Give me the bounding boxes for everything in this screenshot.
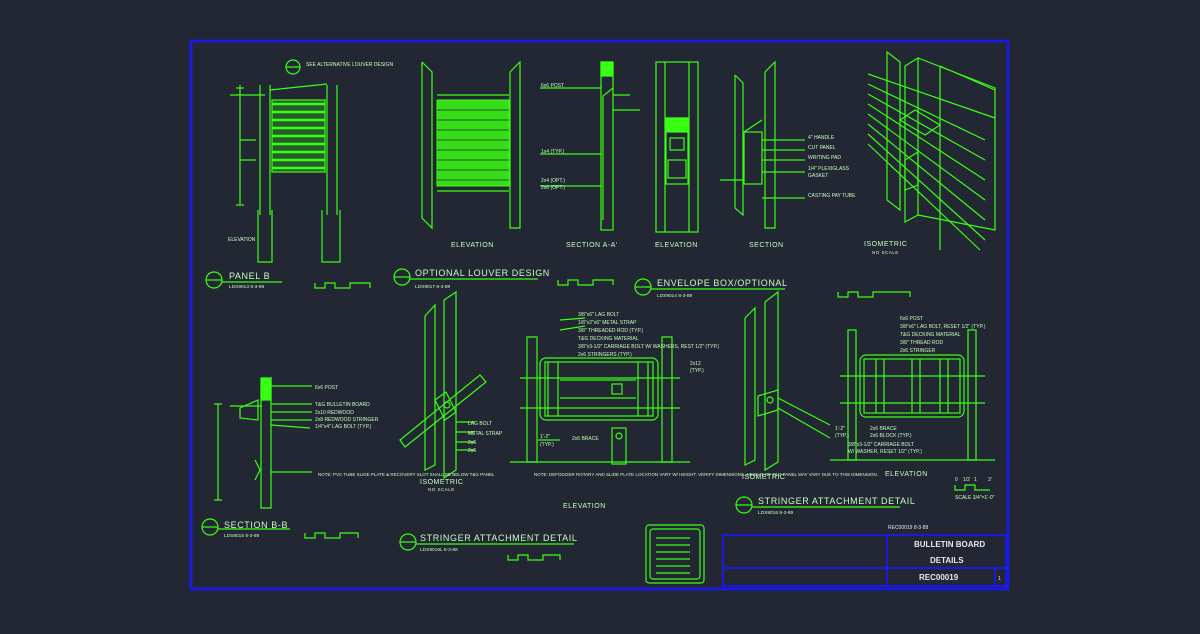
isometric-view-1 — [867, 50, 996, 251]
elev5-bottom-4: W/ WASHER, RESET 1/2" (TYP.) — [848, 449, 922, 455]
elev4-callout-5: 3/8"x3-1/2" CARRIAGE BOLT W/ WASHERS, RE… — [578, 344, 720, 350]
envelope-callout-2: CUT PANEL — [808, 145, 836, 151]
detail-ref-panel-b: LDS9013 8-3-89 — [229, 284, 265, 290]
sbb-callout-5: 1/4"x4" LAG BOLT (TYP.) — [315, 424, 372, 430]
elev4-callout-3: 3/8" THREADED ROD (TYP.) — [578, 328, 644, 334]
elev5-callout-2: 3/8"x6" LAG BOLT, RESET 1/2" (TYP.) — [900, 324, 986, 330]
elev5-bottom-6: (TYP.) — [835, 433, 849, 439]
title-block-sheet-no: REC00019 8-3-89 — [888, 525, 929, 531]
legend-box — [645, 524, 705, 584]
iso2-callout-2: METAL STRAP — [468, 431, 503, 437]
sbb-callout-1: 6x6 POST — [315, 385, 338, 391]
elev5-bottom-1: 2x6 BRACE — [870, 426, 897, 432]
envelope-elevation — [655, 61, 699, 233]
elev5-callout-1: 6x6 POST — [900, 316, 923, 322]
view-label-elevation-1: ELEVATION — [451, 242, 494, 249]
elev4-right-2: (TYP.) — [690, 368, 704, 374]
elev4-callout-6: 2x6 STRINGERS (TYP.) — [578, 352, 632, 358]
panel-b-elevation — [230, 59, 341, 263]
sbb-callout-4: 2x8 REDWOOD STRINGER — [315, 417, 379, 423]
detail-title-envelope: ENVELOPE BOX/OPTIONAL — [657, 278, 788, 288]
sbb-callout-3: 2x10 REDWOOD — [315, 410, 354, 416]
view-label-section-a: SECTION A-A' — [566, 242, 618, 249]
top-note: SEE ALTERNATIVE LOUVER DESIGN — [306, 62, 393, 68]
scale-tick-0: 0 — [955, 477, 958, 483]
elev5-bottom-5: 1'-2" — [835, 426, 845, 432]
title-block-title-2: DETAILS — [930, 556, 964, 565]
title-underlines — [218, 278, 900, 545]
louver-callout-2: 1x4 (TYP.) — [541, 149, 565, 155]
envelope-callout-3: WRITING PAD — [808, 155, 841, 161]
section-bb-view — [214, 376, 312, 509]
title-block — [722, 534, 1007, 587]
isometric-view-3 — [744, 290, 831, 472]
louver-callout-3: 2x4 (OPT.) — [541, 178, 565, 184]
detail-title-section-bb: SECTION B-B — [224, 520, 288, 530]
view-label-isometric-1: ISOMETRIC — [864, 241, 907, 248]
view-label-isometric-2-scale: NO SCALE — [428, 487, 455, 492]
louver-elevation — [421, 60, 521, 230]
detail-ref-louver: LDS9017 8-3-89 — [415, 284, 451, 290]
elev4-bottom-1: 1'-2" — [540, 434, 550, 440]
view-label-isometric-2: ISOMETRIC — [420, 479, 463, 486]
elev5-callout-4: 3/8" THREAD ROD — [900, 340, 943, 346]
scale-tick-2: 1 — [974, 477, 977, 483]
louver-callout-1: 6x6 POST — [541, 83, 564, 89]
detail-ref-stringer-2: LDS9016 8-3-89 — [758, 510, 794, 516]
scale-label: SCALE 3/4"=1'-0" — [955, 495, 995, 501]
elev4-callout-4: T&G DECKING MATERIAL — [578, 336, 639, 342]
elev4-note: NOTE: DEFOGGER ROTARY AND SLIDE PLATE LO… — [534, 472, 878, 477]
elev5-bottom-2: 2x6 BLOCK (TYP.) — [870, 433, 912, 439]
envelope-callout-6: CASTING PAY TUBE — [808, 193, 856, 199]
elev5-bottom-3: 3/8"x3-1/2" CARRIAGE BOLT — [848, 442, 914, 448]
stringer-elevation — [510, 317, 690, 465]
section-markers — [201, 268, 753, 551]
envelope-section-view — [720, 60, 805, 229]
detail-title-panel-b: PANEL B — [229, 271, 270, 281]
sbb-callout-2: T&G BULLETIN BOARD — [315, 402, 370, 408]
detail-title-louver: OPTIONAL LOUVER DESIGN — [415, 268, 550, 278]
view-label-section: SECTION — [749, 242, 784, 249]
envelope-callout-5: GASKET — [808, 173, 828, 179]
elev4-callout-1: 3/8"x6" LAG BOLT — [578, 312, 619, 318]
scale-tick-1: 1/2 — [963, 477, 970, 483]
view-label-elevation-3: ELEVATION — [655, 242, 698, 249]
elev4-bottom-2: (TYP.) — [540, 442, 554, 448]
iso2-callout-1: LAG BOLT — [468, 421, 492, 427]
detail-ref-section-bb: LDS9015 8-3-89 — [224, 533, 260, 539]
louver-callout-4: 2x6 (OPT.) — [541, 185, 565, 191]
elev5-callout-5: 2x6 STRINGER — [900, 348, 936, 354]
view-label-elevation-4: ELEVATION — [563, 503, 606, 510]
detail-title-stringer-1: STRINGER ATTACHMENT DETAIL — [420, 533, 577, 543]
view-label-isometric-3: ISOMETRIC — [742, 474, 785, 481]
elev4-bottom-3: 2x6 BRACE — [572, 436, 599, 442]
sbb-note: NOTE: PVC TUBE SLIDE PLATE & RECOVERY SL… — [318, 472, 495, 477]
view-label-isometric-1-scale: NO SCALE — [872, 250, 899, 255]
detail-title-stringer-2: STRINGER ATTACHMENT DETAIL — [758, 496, 915, 506]
iso2-callout-3: 2x6 — [468, 440, 476, 446]
sheet-border — [189, 39, 1010, 591]
isometric-view-2 — [399, 290, 487, 480]
title-block-sheet-count: 1 — [998, 576, 1001, 582]
iso2-callout-4: 2x6 — [468, 448, 476, 454]
detail-ref-stringer-1: LDS9016L 8-3-89 — [420, 547, 458, 553]
view-label-elevation-5: ELEVATION — [885, 471, 928, 478]
envelope-callout-4: 1/4" PLEXIGLASS — [808, 166, 850, 172]
elev5-callout-3: T&G DECKING MATERIAL — [900, 332, 961, 338]
panel-b-label: ELEVATION — [228, 237, 256, 243]
title-block-drawing-no: REC00019 — [919, 573, 959, 582]
title-block-title-1: BULLETIN BOARD — [914, 540, 985, 549]
elev4-callout-2: 1/8"x2"x6" METAL STRAP — [578, 320, 637, 326]
scale-tick-3: 3' — [988, 477, 992, 483]
scale-bars — [304, 279, 990, 561]
elev4-right-1: 2x12 — [690, 361, 701, 367]
stringer-elevation-2 — [830, 329, 995, 461]
detail-ref-envelope: LDS9014 8-3-89 — [657, 293, 693, 299]
section-a-view — [540, 61, 640, 231]
envelope-callout-1: 4" HANDLE — [808, 135, 835, 141]
